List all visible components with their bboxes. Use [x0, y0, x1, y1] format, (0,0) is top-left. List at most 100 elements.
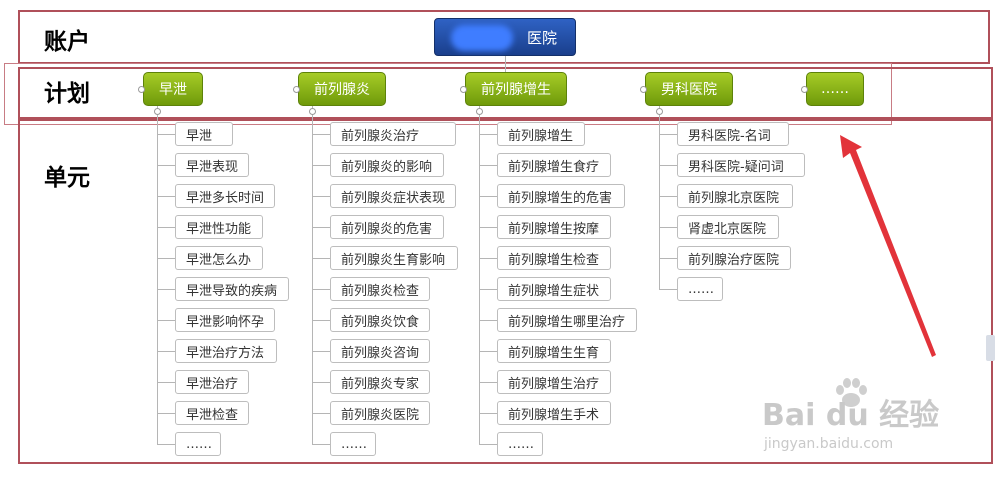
connector-line [659, 289, 677, 290]
connector-line [659, 134, 677, 135]
unit-node[interactable]: 前列腺增生 [497, 122, 585, 146]
collapse-toggle-icon[interactable] [460, 86, 467, 93]
connector-line [312, 289, 330, 290]
unit-node[interactable]: 前列腺炎的危害 [330, 215, 444, 239]
baidu-jingyan-watermark: Bai du 经验 jingyan.baidu.com [762, 378, 942, 462]
connector-line [157, 320, 175, 321]
connector-line [312, 258, 330, 259]
unit-node[interactable]: 前列腺增生的危害 [497, 184, 625, 208]
connector-line [157, 351, 175, 352]
connector-line [479, 382, 497, 383]
connector-line [479, 106, 480, 444]
connector-line [505, 56, 506, 72]
unit-node[interactable]: 早泄 [175, 122, 233, 146]
connector-line [479, 351, 497, 352]
collapse-toggle-icon[interactable] [656, 108, 663, 115]
connector-line [479, 444, 497, 445]
collapse-toggle-icon[interactable] [138, 86, 145, 93]
unit-row [18, 119, 993, 464]
unit-node[interactable]: 早泄多长时间 [175, 184, 275, 208]
account-row-label: 账户 [44, 29, 90, 55]
unit-node[interactable]: 前列腺增生食疗 [497, 153, 611, 177]
account-node-label: 医院 [526, 28, 557, 47]
plan-node[interactable]: 前列腺增生 [465, 72, 567, 106]
connector-line [479, 134, 497, 135]
connector-line [479, 413, 497, 414]
connector-line [157, 134, 175, 135]
connector-line [659, 165, 677, 166]
connector-line [479, 227, 497, 228]
connector-line [312, 444, 330, 445]
connector-line [312, 227, 330, 228]
unit-node[interactable]: …… [677, 277, 723, 301]
collapse-toggle-icon[interactable] [476, 108, 483, 115]
plan-node[interactable]: 早泄 [143, 72, 203, 106]
connector-line [479, 165, 497, 166]
unit-node[interactable]: 前列腺炎专家 [330, 370, 430, 394]
unit-node[interactable]: 早泄性功能 [175, 215, 263, 239]
unit-node[interactable]: 前列腺炎生育影响 [330, 246, 458, 270]
connector-line [157, 444, 175, 445]
connector-line [312, 165, 330, 166]
unit-node[interactable]: 前列腺炎医院 [330, 401, 430, 425]
collapse-toggle-icon[interactable] [154, 108, 161, 115]
unit-node[interactable]: 前列腺增生手术 [497, 401, 611, 425]
collapse-toggle-icon[interactable] [309, 108, 316, 115]
connector-line [157, 196, 175, 197]
unit-node[interactable]: 前列腺增生生育 [497, 339, 611, 363]
unit-node[interactable]: 前列腺炎症状表现 [330, 184, 456, 208]
plan-row-label: 计划 [44, 81, 90, 107]
connector-line [157, 258, 175, 259]
unit-node[interactable]: 前列腺增生按摩 [497, 215, 611, 239]
connector-line [659, 196, 677, 197]
unit-node[interactable]: 前列腺增生治疗 [497, 370, 611, 394]
connector-line [479, 320, 497, 321]
unit-node[interactable]: …… [330, 432, 376, 456]
redacted-name-blur [451, 25, 513, 51]
connector-line [659, 227, 677, 228]
connector-line [157, 106, 158, 444]
unit-node[interactable]: 早泄导致的疾病 [175, 277, 289, 301]
unit-node[interactable]: 早泄检查 [175, 401, 249, 425]
unit-node[interactable]: 前列腺炎治疗 [330, 122, 456, 146]
connector-line [157, 382, 175, 383]
collapse-toggle-icon[interactable] [293, 86, 300, 93]
unit-node[interactable]: 前列腺北京医院 [677, 184, 793, 208]
unit-node[interactable]: 早泄怎么办 [175, 246, 263, 270]
unit-node[interactable]: 前列腺炎饮食 [330, 308, 430, 332]
unit-node[interactable]: 男科医院-名词 [677, 122, 789, 146]
connector-line [479, 258, 497, 259]
unit-node[interactable]: 前列腺增生检查 [497, 246, 611, 270]
connector-line [659, 106, 660, 289]
unit-node[interactable]: 前列腺炎咨询 [330, 339, 430, 363]
account-node[interactable]: 医院 [434, 18, 576, 56]
unit-node[interactable]: 前列腺增生症状 [497, 277, 611, 301]
unit-node[interactable]: 肾虚北京医院 [677, 215, 779, 239]
unit-node[interactable]: …… [175, 432, 221, 456]
unit-node[interactable]: 前列腺炎的影响 [330, 153, 444, 177]
connector-line [157, 413, 175, 414]
unit-node[interactable]: …… [497, 432, 543, 456]
plan-node[interactable]: 前列腺炎 [298, 72, 386, 106]
collapse-toggle-icon[interactable] [640, 86, 647, 93]
unit-row-label: 单元 [44, 165, 90, 191]
unit-node[interactable]: 早泄表现 [175, 153, 249, 177]
connector-line [157, 227, 175, 228]
unit-node[interactable]: 早泄治疗 [175, 370, 249, 394]
paw-logo-icon [836, 378, 867, 407]
unit-node[interactable]: 早泄治疗方法 [175, 339, 277, 363]
connector-line [312, 413, 330, 414]
unit-node[interactable]: 早泄影响怀孕 [175, 308, 275, 332]
unit-node[interactable]: 前列腺治疗医院 [677, 246, 791, 270]
collapse-toggle-icon[interactable] [801, 86, 808, 93]
unit-node[interactable]: 男科医院-疑问词 [677, 153, 805, 177]
connector-line [157, 289, 175, 290]
unit-node[interactable]: 前列腺增生哪里治疗 [497, 308, 637, 332]
side-scroll-tab[interactable] [986, 335, 995, 361]
watermark-logo-text: Bai du 经验 [762, 398, 940, 433]
unit-node[interactable]: 前列腺炎检查 [330, 277, 430, 301]
watermark-url: jingyan.baidu.com [764, 436, 894, 452]
plan-node[interactable]: 男科医院 [645, 72, 733, 106]
connector-line [312, 320, 330, 321]
connector-line [312, 196, 330, 197]
